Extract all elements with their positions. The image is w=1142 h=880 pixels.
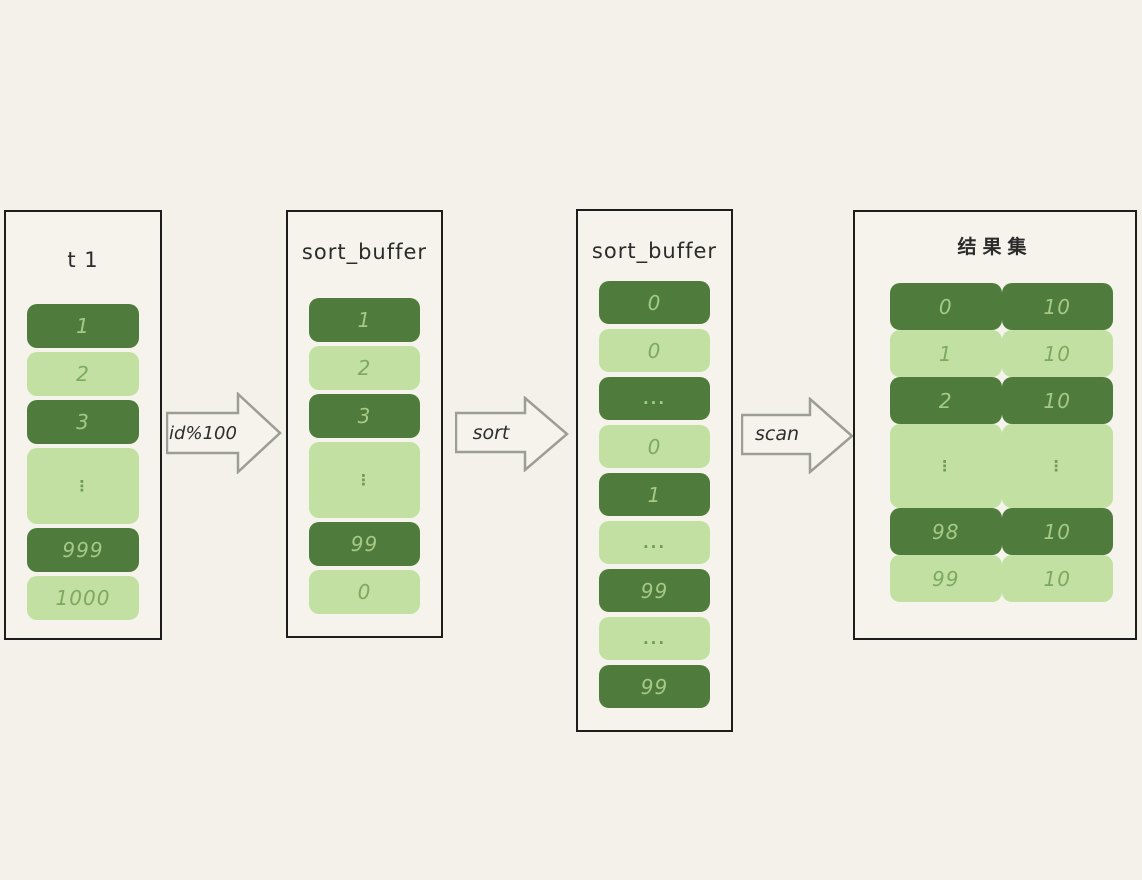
cell-value: 10 xyxy=(1001,555,1113,602)
arrow-id-mod-100: id%100 xyxy=(166,392,282,474)
cell-value: ... xyxy=(599,377,710,420)
cell-value: 10 xyxy=(1001,330,1113,377)
cell-value: 99 xyxy=(599,569,710,612)
cell-value: 3 xyxy=(309,394,420,438)
table-row: 99 xyxy=(599,665,710,708)
table-row: 0 xyxy=(599,281,710,324)
cell-value: 99 xyxy=(599,665,710,708)
panel-sort-buffer-sorted: sort_buffer 0 0... 0 1... 99... 99 xyxy=(576,209,733,732)
table-row: ⋮ xyxy=(27,448,139,524)
cell-value: ⋮ xyxy=(890,424,1002,508)
table-row: 3 xyxy=(27,400,139,444)
right-arrow-icon xyxy=(455,396,569,472)
right-arrow-icon xyxy=(166,392,282,474)
cell-value: 10 xyxy=(1001,508,1113,555)
cell-value: 10 xyxy=(1001,283,1113,330)
cell-value: 10 xyxy=(1001,377,1113,424)
panel-title-sort-buffer-unsorted: sort_buffer xyxy=(301,240,428,264)
cell-value: 1 xyxy=(599,473,710,516)
table-row: 0 xyxy=(309,570,420,614)
cell-value: 2 xyxy=(890,377,1002,424)
table-row: ⋮⋮ xyxy=(890,424,1113,508)
table-row: 1 xyxy=(309,298,420,342)
table-row: ... xyxy=(599,617,710,660)
table-row: 3 xyxy=(309,394,420,438)
cell-value: 1 xyxy=(309,298,420,342)
cell-value: 2 xyxy=(309,346,420,390)
table-row: 1 xyxy=(27,304,139,348)
cell-value: ... xyxy=(599,617,710,660)
table-row: 1 xyxy=(599,473,710,516)
cell-value: 1 xyxy=(890,330,1002,377)
right-arrow-icon xyxy=(741,397,854,474)
table-row: ⋮ xyxy=(309,442,420,518)
cell-value: 0 xyxy=(599,329,710,372)
table-row: ... xyxy=(599,521,710,564)
cell-value: ⋮ xyxy=(27,448,139,524)
cell-value: 0 xyxy=(599,425,710,468)
cell-value: 99 xyxy=(890,555,1002,602)
cell-value: 1 xyxy=(27,304,139,348)
table-row: 999 xyxy=(27,528,139,572)
panel-title-result-set: 结果集 xyxy=(957,236,1033,258)
cell-value: ... xyxy=(599,521,710,564)
arrow-label-sort: sort xyxy=(472,421,510,444)
cell-value: ⋮ xyxy=(1001,424,1113,508)
table-row: 99 xyxy=(599,569,710,612)
table-row: ... xyxy=(599,377,710,420)
cell-value: ⋮ xyxy=(309,442,420,518)
arrow-label-scan: scan xyxy=(754,422,800,445)
table-row: 2 xyxy=(309,346,420,390)
sort-buffer-sorted-rows: 0 0... 0 1... 99... 99 xyxy=(578,281,731,708)
cell-value: 2 xyxy=(27,352,139,396)
table-row: 2 xyxy=(27,352,139,396)
table-row: 0 xyxy=(599,329,710,372)
table-row: 0 xyxy=(599,425,710,468)
cell-value: 98 xyxy=(890,508,1002,555)
arrow-sort: sort xyxy=(455,396,569,472)
cell-value: 99 xyxy=(309,522,420,566)
arrow-scan: scan xyxy=(741,397,854,474)
cell-value: 999 xyxy=(27,528,139,572)
cell-value: 0 xyxy=(599,281,710,324)
table-row: 99 xyxy=(309,522,420,566)
panel-title-sort-buffer-sorted: sort_buffer xyxy=(591,239,718,263)
panel-title-t1: t 1 xyxy=(67,248,99,272)
cell-value: 3 xyxy=(27,400,139,444)
cell-value: 1000 xyxy=(27,576,139,620)
cell-value: 0 xyxy=(890,283,1002,330)
table-row: 1000 xyxy=(27,576,139,620)
cell-value: 0 xyxy=(309,570,420,614)
arrow-label-id-mod-100: id%100 xyxy=(169,422,237,444)
